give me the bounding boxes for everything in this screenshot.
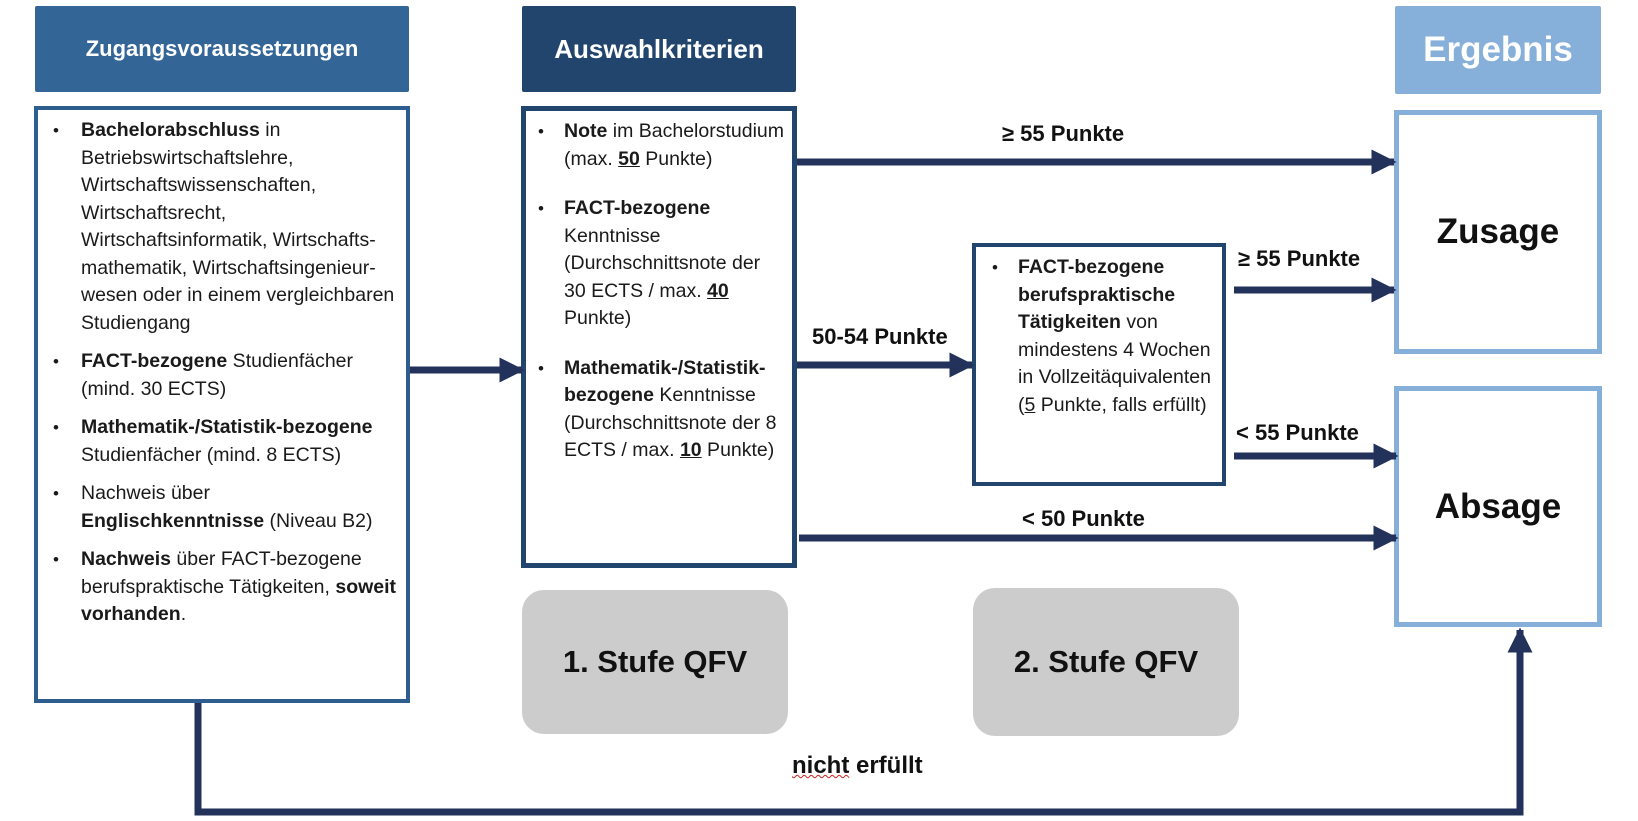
requirement-practice-proof: Nachweis über FACT-bezogene berufsprakti… — [53, 546, 398, 629]
result-accept-box: Zusage — [1394, 110, 1602, 354]
label-ge55-mid: ≥ 55 Punkte — [1238, 246, 1361, 271]
label-not-met: nicht erfüllt — [792, 752, 923, 779]
label-ge55-top: ≥ 55 Punkte — [1002, 121, 1125, 146]
header-criteria: Auswahlkriterien — [522, 6, 796, 92]
requirements-box: Bachelorabschluss in Betriebswirtschafts… — [34, 106, 410, 703]
result-reject-label: Absage — [1434, 486, 1562, 526]
header-result: Ergebnis — [1395, 6, 1601, 94]
requirement-fact-subjects: FACT-bezogene Studienfächer (mind. 30 EC… — [53, 348, 398, 403]
requirement-math-subjects: Mathematik-/Statistik-bezogene Studienfä… — [53, 414, 398, 469]
stage-two-label: 2. Stufe QFV — [1013, 644, 1199, 679]
label-50-54: 50-54 Punkte — [812, 324, 948, 349]
result-reject-box: Absage — [1394, 386, 1602, 627]
criterion-grade: Note im Bachelorstudium (max. 50 Punkte) — [538, 118, 786, 173]
header-requirements: Zugangsvoraussetzungen — [35, 6, 409, 92]
criterion-fact-knowledge: FACT-bezogene Kenntnisse (Durchschnittsn… — [538, 195, 786, 333]
requirement-bachelor: Bachelorabschluss in Betriebswirtschafts… — [53, 117, 398, 337]
arrow-not-met-to-reject — [194, 627, 1533, 816]
criterion-math-knowledge: Mathematik-/Statistik-bezogene Kenntniss… — [538, 355, 786, 465]
result-accept-label: Zusage — [1436, 212, 1560, 251]
label-lt55: < 55 Punkte — [1236, 420, 1359, 445]
criteria-box: Note im Bachelorstudium (max. 50 Punkte)… — [521, 106, 797, 568]
label-lt50: < 50 Punkte — [1022, 506, 1145, 531]
stage-one: 1. Stufe QFV — [522, 590, 788, 734]
practice-criterion: FACT-bezogene berufspraktische Tätigkeit… — [992, 254, 1218, 419]
stage-two: 2. Stufe QFV — [973, 588, 1239, 736]
requirement-english: Nachweis über Englischkenntnisse (Niveau… — [53, 480, 398, 535]
practice-box: FACT-bezogene berufspraktische Tätigkeit… — [972, 243, 1226, 486]
stage-one-label: 1. Stufe QFV — [562, 644, 748, 679]
